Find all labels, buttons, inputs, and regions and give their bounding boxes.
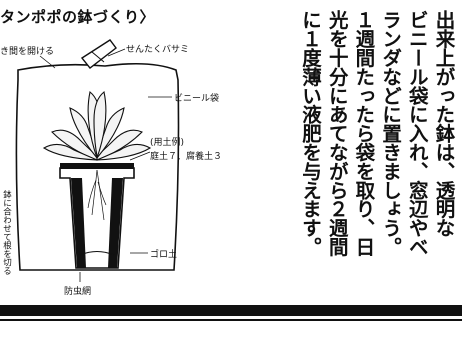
- body-line: 光を十分にあてながら２週間: [325, 10, 349, 256]
- insect-net-label: 防虫網: [64, 287, 92, 297]
- vinyl-bag-label: ビニール袋: [174, 94, 220, 104]
- clothespin-icon: [80, 39, 117, 69]
- bottom-rule-thick: [0, 305, 462, 316]
- soil-mix-label: 庭土７、腐養土３: [150, 152, 223, 162]
- pot: [59, 163, 135, 269]
- bottom-rule-thin: [0, 319, 462, 321]
- gravel-label: ゴロ土: [150, 250, 178, 260]
- body-line: 出来上がった鉢は、透明な: [432, 10, 455, 237]
- potting-illustration: [15, 39, 180, 282]
- root-cut-label: 鉢に合わせて根を切る: [1, 190, 12, 275]
- body-line: ビニール袋に入れ、窓辺やベ: [405, 10, 429, 256]
- body-line: に１度薄い液肥を与えます。: [298, 10, 322, 256]
- dandelion-rosette: [42, 91, 152, 161]
- body-line: １週間たったら袋を取り、日: [351, 10, 375, 256]
- roots: [87, 169, 107, 221]
- clothespin-label: せんたくバサミ: [126, 45, 190, 55]
- gap-open-label: き間を開ける: [0, 47, 55, 57]
- soil-example-label: (用土例): [150, 138, 185, 148]
- diagram-title: タンポポの鉢づくり〉: [0, 8, 156, 26]
- body-text: 出来上がった鉢は、透明な ビニール袋に入れ、窓辺やベ ランダなどに置きましょう。…: [296, 10, 456, 310]
- body-line: ランダなどに置きましょう。: [378, 10, 402, 256]
